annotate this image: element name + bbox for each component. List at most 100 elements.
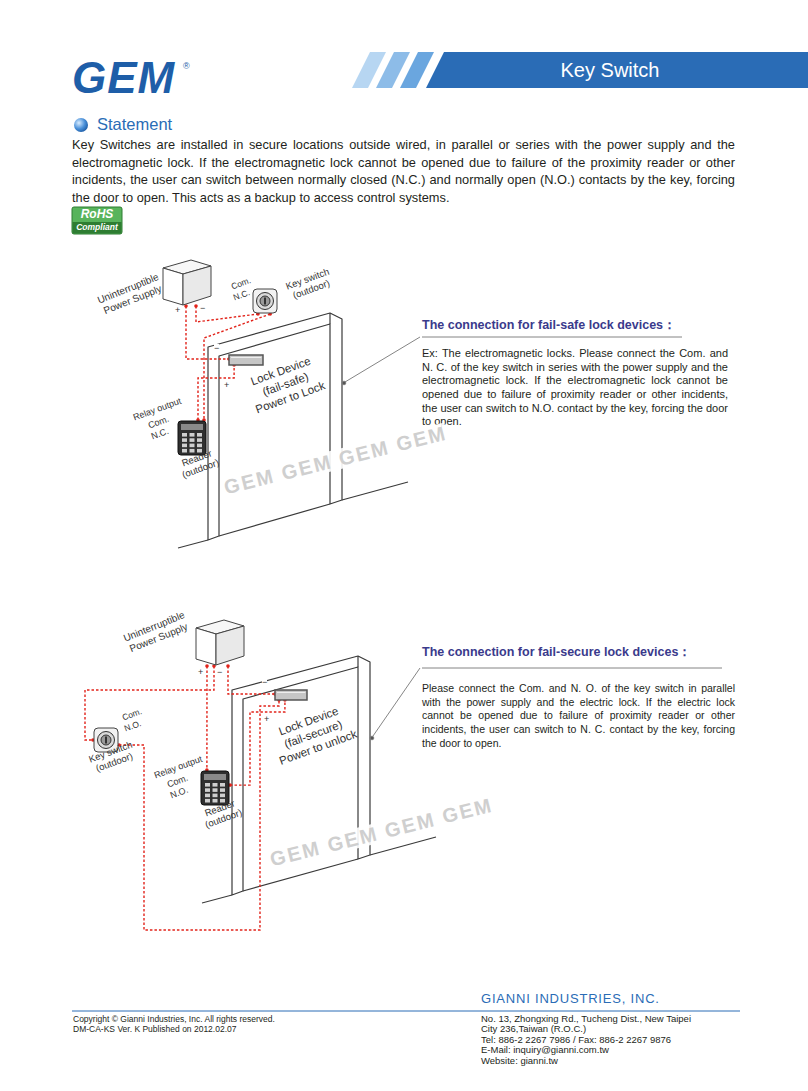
callout-text: Please connect the Com. and N. O. of the… <box>422 682 735 750</box>
wire <box>119 700 279 930</box>
reader-window <box>204 774 226 780</box>
lock-device-outline <box>275 690 307 700</box>
reader-key <box>205 788 210 792</box>
rohs-badge-strip <box>73 222 122 234</box>
callout-underline <box>422 337 682 338</box>
ups-front <box>163 268 183 305</box>
copyright-note: Copyright © Gianni Industries, Inc. All … <box>73 1015 275 1024</box>
leader-line <box>345 337 420 382</box>
wire-terminal <box>226 664 230 668</box>
lock-device-outline <box>229 355 263 365</box>
reader-key <box>205 799 210 803</box>
key-switch-outline <box>252 288 278 314</box>
floor-line <box>219 504 330 536</box>
document-code: DM-CA-KS Ver. K Published on 2012.02.07 <box>73 1025 236 1034</box>
rohs-badge-body <box>72 207 122 234</box>
door-frame-face <box>208 313 342 540</box>
key-switch-plate <box>253 289 277 313</box>
rohs-badge-text: RoHS <box>72 208 122 221</box>
reader-key <box>205 794 210 798</box>
header-band <box>352 52 808 88</box>
callout-heading: The connection for fail-safe lock device… <box>422 318 676 332</box>
reader-key <box>197 438 202 442</box>
contact-line: Website: gianni.tw <box>481 1056 558 1066</box>
polarity-mark: − <box>217 668 222 678</box>
floor-line <box>342 482 408 500</box>
ups-side <box>183 266 211 305</box>
wire <box>198 365 234 420</box>
reader-key <box>197 444 202 448</box>
reader-key <box>213 788 218 792</box>
reader-window <box>181 424 203 430</box>
page-title: Key Switch <box>460 58 760 82</box>
rohs-badge-text: Compliant <box>72 223 122 232</box>
polarity-mark: − <box>262 678 267 688</box>
header-bar <box>426 52 808 88</box>
device-label: Key switch (outdoor) <box>282 265 337 304</box>
door-frame-edge <box>329 313 330 324</box>
ups-front <box>196 628 216 665</box>
device-label: Uninterruptible Power Supply <box>87 268 174 322</box>
wire-terminal <box>194 304 198 308</box>
lock-device: Lock Device (fail-secure) Power to unloc… <box>275 690 307 700</box>
ups-side <box>216 626 244 665</box>
watermark: GEM GEM GEM GEM <box>268 795 495 870</box>
reader-key <box>205 783 210 787</box>
power-supply-unit: Uninterruptible Power Supply <box>195 618 245 666</box>
callout-underline <box>422 668 722 669</box>
floor-line <box>178 540 208 548</box>
lock-body <box>275 690 307 700</box>
door-frame <box>202 656 436 903</box>
power-supply-unit: Uninterruptible Power Supply <box>162 258 212 306</box>
leader-dot <box>342 381 346 385</box>
reader-key <box>182 444 187 448</box>
power-supply-unit-outline <box>162 258 212 306</box>
leader-line <box>373 668 420 736</box>
registered-mark: ® <box>183 62 190 71</box>
reader-key <box>182 438 187 442</box>
ups-drawing <box>163 260 211 305</box>
reader-key <box>213 794 218 798</box>
company-name: GIANNI INDUSTRIES, INC. <box>481 992 660 1006</box>
reader-key <box>190 438 195 442</box>
contact-line: E-Mail: inquiry@gianni.com.tw <box>481 1045 609 1055</box>
lock-highlight <box>231 357 261 358</box>
callout-text: Ex: The electromagnetic locks. Please co… <box>422 347 728 429</box>
reader-key <box>190 433 195 437</box>
polarity-mark: + <box>175 306 180 316</box>
reader-key <box>220 788 225 792</box>
key-switch: Key switch (outdoor) <box>93 727 119 753</box>
reader-key <box>197 433 202 437</box>
polarity-mark: + <box>224 381 229 391</box>
wire <box>196 306 258 322</box>
polarity-mark: + <box>198 668 203 678</box>
section-bullet <box>74 118 88 132</box>
polarity-mark: − <box>214 344 219 354</box>
key-slot <box>105 737 107 744</box>
wire <box>186 306 229 359</box>
reader-key <box>213 783 218 787</box>
key-switch-ring <box>257 293 274 310</box>
statement-text: Key Switches are installed in secure loc… <box>72 136 735 206</box>
device-label: Lock Device (fail-secure) Power to unloc… <box>266 701 361 769</box>
door-frame-edge <box>357 656 358 667</box>
polarity-mark: − <box>200 304 205 314</box>
polarity-mark: + <box>264 715 269 725</box>
wire-terminal <box>205 664 209 668</box>
rohs-badge <box>72 207 122 234</box>
lock-body <box>229 355 263 365</box>
reader-key <box>220 783 225 787</box>
card-reader: Reader (outdoor) <box>200 770 230 806</box>
brand-logo: GEM <box>72 56 175 100</box>
key-slot <box>264 298 266 305</box>
device-label: Uninterruptible Power Supply <box>113 606 200 660</box>
door-frame <box>178 313 408 548</box>
lock-device: Lock Device (fail-safe) Power to Lock <box>229 355 263 365</box>
leader-dot <box>370 736 374 740</box>
section-heading: Statement <box>97 115 172 134</box>
reader-key <box>182 433 187 437</box>
callout-heading: The connection for fail-secure lock devi… <box>422 645 691 659</box>
reader-key <box>220 794 225 798</box>
wire <box>230 700 285 785</box>
